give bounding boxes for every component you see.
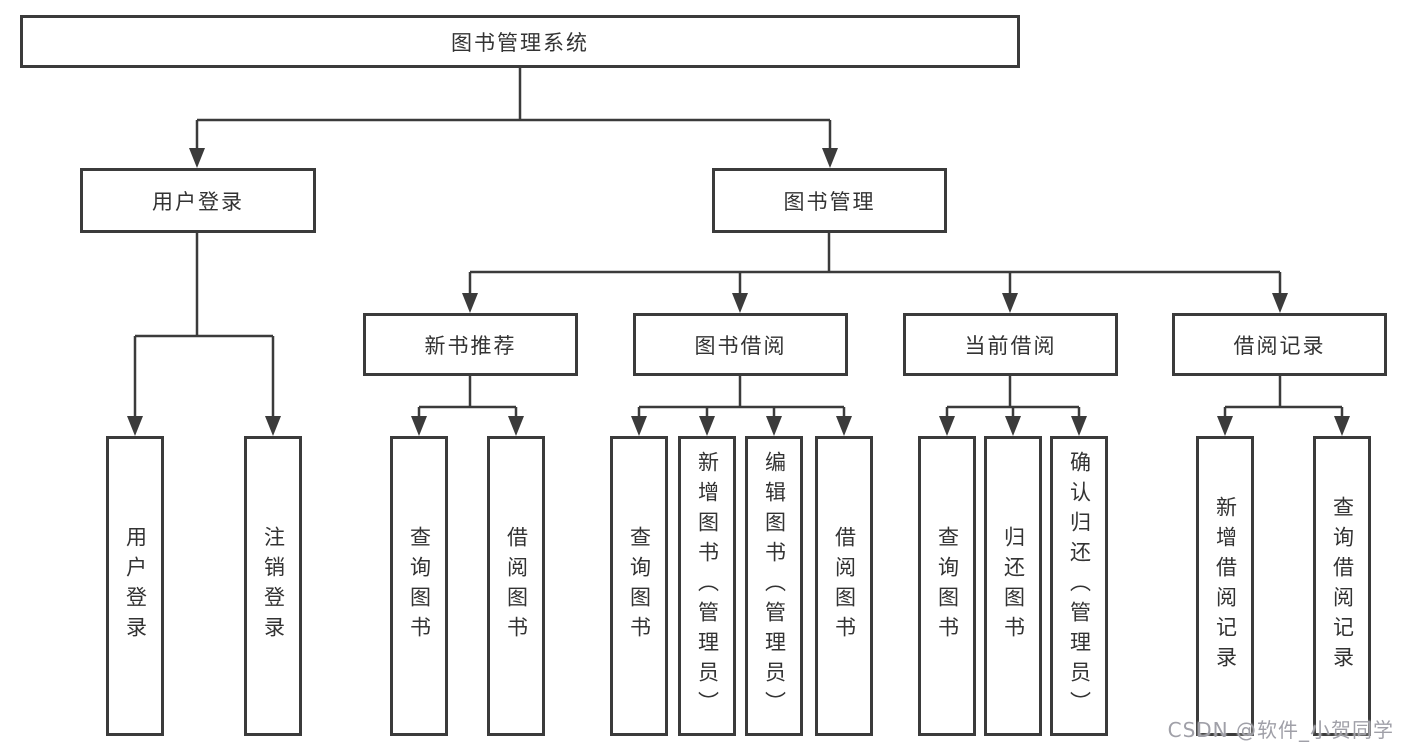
node-root: 图书管理系统 [20, 15, 1020, 68]
leaf-logout-label: 注销登录 [261, 526, 286, 646]
edge-user-login-to-leaves [133, 233, 275, 420]
leaf-add-borrow-record-label: 新增借阅记录 [1213, 496, 1238, 676]
watermark: CSDN @软件_小贺同学 [1167, 718, 1394, 742]
leaf-query-books-recommend-label: 查询图书 [407, 526, 432, 646]
leaf-return-books: 归还图书 [984, 436, 1042, 736]
edge-book-borrow-to-leaves [637, 376, 846, 420]
node-user-login-label: 用户登录 [152, 189, 244, 214]
node-new-book-recommend: 新书推荐 [363, 313, 578, 376]
leaf-borrow-books-recommend: 借阅图书 [487, 436, 545, 736]
leaf-user-login-label: 用户登录 [123, 526, 148, 646]
leaf-confirm-return-admin-label: 确认归还（管理员） [1067, 451, 1092, 721]
node-current-borrow: 当前借阅 [903, 313, 1118, 376]
arrowhead-icon [939, 416, 1087, 436]
edge-book-management-to-level3 [468, 233, 1282, 297]
edge-lines [133, 68, 1344, 420]
edge-new-book-recommend-to-leaves [417, 376, 518, 420]
leaf-query-borrow-record: 查询借阅记录 [1313, 436, 1371, 736]
arrowhead-icon [411, 416, 524, 436]
leaf-logout: 注销登录 [244, 436, 302, 736]
node-book-borrow: 图书借阅 [633, 313, 848, 376]
node-new-book-recommend-label: 新书推荐 [424, 333, 517, 358]
arrowhead-icon [462, 293, 1288, 313]
arrowhead-icon [1217, 416, 1350, 436]
leaf-edit-book-admin: 编辑图书（管理员） [745, 436, 803, 736]
leaf-add-book-admin: 新增图书（管理员） [678, 436, 736, 736]
edge-root-to-level2 [195, 68, 832, 152]
node-book-management: 图书管理 [712, 168, 947, 233]
arrowheads [127, 148, 1350, 436]
leaf-borrow-books-borrow: 借阅图书 [815, 436, 873, 736]
leaf-confirm-return-admin: 确认归还（管理员） [1050, 436, 1108, 736]
node-user-login: 用户登录 [80, 168, 316, 233]
leaf-borrow-books-borrow-label: 借阅图书 [832, 526, 857, 646]
leaf-query-books-current: 查询图书 [918, 436, 976, 736]
node-book-management-label: 图书管理 [783, 189, 876, 214]
node-borrow-records: 借阅记录 [1172, 313, 1387, 376]
leaf-query-books-recommend: 查询图书 [390, 436, 448, 736]
leaf-edit-book-admin-label: 编辑图书（管理员） [762, 451, 787, 721]
edge-borrow-records-to-leaves [1223, 376, 1344, 420]
leaf-user-login: 用户登录 [106, 436, 164, 736]
leaf-query-borrow-record-label: 查询借阅记录 [1330, 496, 1355, 676]
arrowhead-icon [631, 416, 852, 436]
node-current-borrow-label: 当前借阅 [964, 333, 1057, 358]
leaf-add-book-admin-label: 新增图书（管理员） [695, 451, 720, 721]
leaf-return-books-label: 归还图书 [1001, 526, 1026, 646]
node-borrow-records-label: 借阅记录 [1233, 333, 1326, 358]
leaf-query-books-borrow: 查询图书 [610, 436, 668, 736]
leaf-borrow-books-recommend-label: 借阅图书 [504, 526, 529, 646]
leaf-add-borrow-record: 新增借阅记录 [1196, 436, 1254, 736]
arrowhead-icon [189, 148, 838, 168]
node-root-label: 图书管理系统 [451, 30, 589, 55]
leaf-query-books-current-label: 查询图书 [935, 526, 960, 646]
arrowhead-icon [127, 416, 281, 436]
edge-current-borrow-to-leaves [945, 376, 1081, 420]
node-book-borrow-label: 图书借阅 [694, 333, 787, 358]
leaf-query-books-borrow-label: 查询图书 [627, 526, 652, 646]
